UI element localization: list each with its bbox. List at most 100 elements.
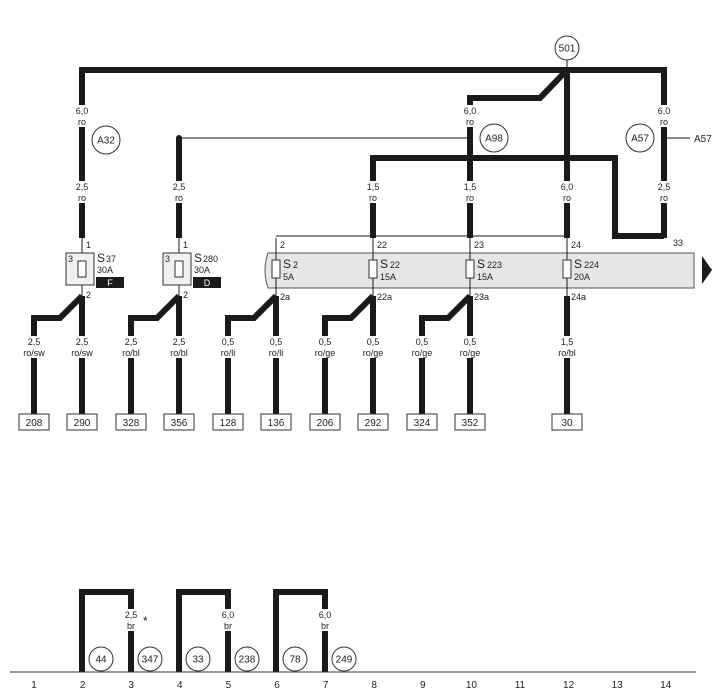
wire-size: 0,5 bbox=[270, 337, 283, 347]
circled-reference: A57 bbox=[625, 123, 655, 153]
s280-branch-wire bbox=[128, 293, 182, 418]
strip-fuse-pin-in: 23 bbox=[474, 240, 484, 250]
column-number: 10 bbox=[466, 680, 478, 691]
external-label-a57: A57 bbox=[694, 134, 712, 145]
wire-label-bg bbox=[66, 336, 98, 358]
wire-size: 6,0 bbox=[222, 610, 235, 620]
column-number: 3 bbox=[128, 680, 134, 691]
reference-label: A57 bbox=[631, 134, 649, 145]
fuse-pin-out: 2 bbox=[183, 290, 188, 300]
destination-box: 30 bbox=[551, 413, 583, 431]
wire-size: 1,5 bbox=[367, 182, 380, 192]
col8-to-pin33-wire bbox=[370, 155, 664, 239]
strip-fuse-element-icon bbox=[368, 259, 378, 279]
reference-label: 347 bbox=[142, 655, 159, 666]
fuse-name: S bbox=[194, 251, 202, 265]
reference-label: A32 bbox=[97, 136, 115, 147]
column-number: 13 bbox=[612, 680, 624, 691]
wire-label-bg bbox=[120, 609, 142, 631]
wire-size: 0,5 bbox=[464, 337, 477, 347]
wire-label: 2,5ro bbox=[71, 181, 93, 203]
wire-color: ro/bl bbox=[170, 348, 188, 358]
wire-label-bg bbox=[71, 181, 93, 203]
wire-size: 1,5 bbox=[561, 337, 574, 347]
wire-label-bg bbox=[163, 336, 195, 358]
circled-reference: A32 bbox=[91, 125, 121, 155]
wire-label-bg bbox=[260, 336, 292, 358]
wire-label: 0,5ro/li bbox=[212, 336, 244, 358]
ground-loop-2-3 bbox=[79, 589, 134, 672]
wire-label-bg bbox=[217, 609, 239, 631]
wire-label: 2,5ro bbox=[168, 181, 190, 203]
wire-size: 0,5 bbox=[222, 337, 235, 347]
reference-circle bbox=[137, 646, 163, 672]
destination-box: 136 bbox=[260, 413, 292, 431]
ground-loop-6-7 bbox=[273, 589, 328, 672]
destination-box-number: 206 bbox=[317, 418, 334, 429]
circled-reference: 238 bbox=[234, 646, 260, 672]
destination-box-frame bbox=[115, 413, 147, 431]
wire-labels: 6,0ro6,0ro6,0ro2,5ro2,5ro1,5ro1,5ro6,0ro… bbox=[18, 105, 675, 631]
reference-label: A98 bbox=[485, 134, 503, 145]
destination-box-number: 128 bbox=[220, 418, 237, 429]
destination-box-number: 328 bbox=[123, 418, 140, 429]
s37-branch-wire bbox=[31, 293, 85, 418]
wire-label: 2,5ro/sw bbox=[66, 336, 98, 358]
column-number: 2 bbox=[80, 680, 86, 691]
junction-dot-s280 bbox=[176, 135, 182, 141]
reference-circle bbox=[554, 35, 580, 61]
wire-label-bg bbox=[314, 609, 336, 631]
strip-fuse-name: S bbox=[283, 257, 291, 271]
wire-size: 2,5 bbox=[173, 337, 186, 347]
strip-pin-33: 33 bbox=[673, 238, 683, 248]
s22-branch-wire bbox=[322, 293, 376, 418]
destination-box: 208 bbox=[18, 413, 50, 431]
wire-color: ro bbox=[466, 117, 474, 127]
wire-label: 6,0br bbox=[217, 609, 239, 631]
reference-circle bbox=[331, 646, 357, 672]
destination-box-number: 352 bbox=[462, 418, 479, 429]
column-number: 1 bbox=[31, 680, 37, 691]
strip-fuse-pin-in: 22 bbox=[377, 240, 387, 250]
wire-size: 0,5 bbox=[416, 337, 429, 347]
strip-fuse-rating: 5A bbox=[283, 272, 294, 282]
wire-label: 0,5ro/ge bbox=[357, 336, 389, 358]
circled-reference: 33 bbox=[185, 646, 211, 672]
circled-reference: 249 bbox=[331, 646, 357, 672]
fuse-name: S bbox=[97, 251, 105, 265]
destination-box: 206 bbox=[309, 413, 341, 431]
wire-size: 2,5 bbox=[125, 337, 138, 347]
wire-size: 0,5 bbox=[367, 337, 380, 347]
destination-box-frame bbox=[260, 413, 292, 431]
wire-color: ro/bl bbox=[122, 348, 140, 358]
wire-color: ro bbox=[369, 193, 377, 203]
fuse-rating: 30A bbox=[194, 265, 210, 275]
wire-size: 6,0 bbox=[464, 106, 477, 116]
column-number: 9 bbox=[420, 680, 426, 691]
strip-fuse-name: S bbox=[477, 257, 485, 271]
strip-fuse-name: S bbox=[574, 257, 582, 271]
strip-fuse-element-icon bbox=[465, 259, 475, 279]
wire-label-bg bbox=[115, 336, 147, 358]
fuse-strip-arrow-icon bbox=[702, 256, 712, 284]
wire-color: ro/ge bbox=[412, 348, 433, 358]
destination-box: 292 bbox=[357, 413, 389, 431]
wire-size: 2,5 bbox=[658, 182, 671, 192]
wire-label-bg bbox=[168, 181, 190, 203]
destination-box-number: 324 bbox=[414, 418, 431, 429]
wire-color: ro/li bbox=[269, 348, 284, 358]
column-number: 7 bbox=[323, 680, 329, 691]
strip-fuse-pin-in: 24 bbox=[571, 240, 581, 250]
wire-label: 1,5ro bbox=[459, 181, 481, 203]
wire-size: 2,5 bbox=[125, 610, 138, 620]
wire-size: 6,0 bbox=[658, 106, 671, 116]
circled-reference: 44 bbox=[88, 646, 114, 672]
wire-color: ro bbox=[175, 193, 183, 203]
wire-label: 1,5ro bbox=[362, 181, 384, 203]
fuse-element-icon bbox=[77, 260, 87, 278]
